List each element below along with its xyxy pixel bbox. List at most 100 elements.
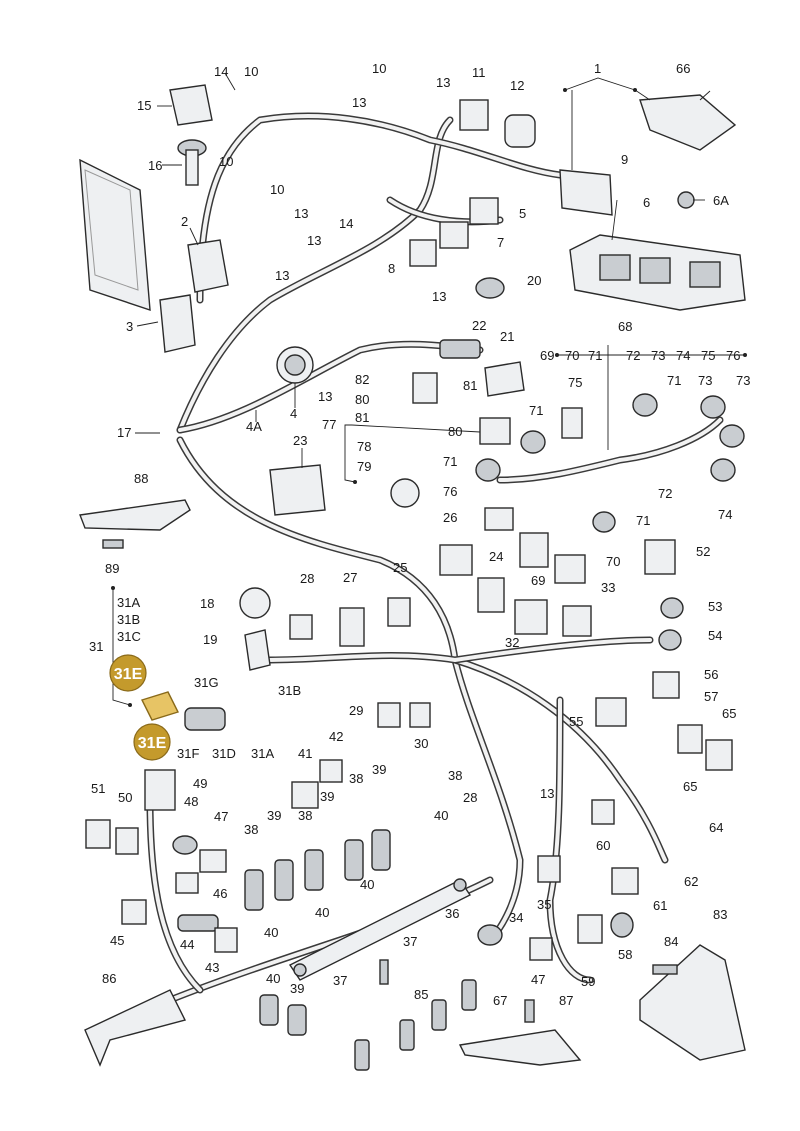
connector-80 [479,417,511,445]
bracket-86 [84,989,187,1067]
connector-75 [561,407,583,439]
callout-5: 5 [519,206,526,221]
connector-65 [677,724,703,754]
callout-37a: 37 [403,934,417,949]
callout-85: 85 [414,987,428,1002]
callout-65a: 65 [722,706,736,721]
bolt-6A [677,191,695,209]
callout-8: 8 [388,261,395,276]
callout-50: 50 [118,790,132,805]
connector-11 [459,99,489,131]
connector-3 [159,294,196,353]
badge-label: 31E [138,735,167,752]
callout-31C: 31C [117,629,141,644]
connector-44 [177,914,219,932]
callout-47a: 47 [214,809,228,824]
callout-labels: 1 2 3 4 4A 5 6 6A 7 8 9 10 10 10 10 11 1… [89,61,750,1008]
callout-10c: 10 [219,154,233,169]
callout-23: 23 [293,433,307,448]
callout-54: 54 [708,628,722,643]
callout-14b: 14 [339,216,353,231]
callout-49: 49 [193,776,207,791]
callout-13f: 13 [432,289,446,304]
badge-31E-bottom: 31E [133,723,171,761]
connector-29 [377,702,401,728]
callout-31F: 31F [177,746,199,761]
callout-37b: 37 [333,973,347,988]
callout-31B-2: 31B [278,683,301,698]
connector-7 [439,221,469,249]
callout-10d: 10 [270,182,284,197]
callout-60: 60 [596,838,610,853]
connector-64 [705,739,733,771]
callout-18: 18 [200,596,214,611]
connector-28 [289,614,313,640]
callout-64: 64 [709,820,723,835]
callout-66: 66 [676,61,690,76]
connector-5 [469,197,499,225]
harness-trunks [146,112,724,1004]
callout-33: 33 [601,580,615,595]
connector-15 [169,84,213,126]
injectors [244,829,477,1071]
callout-13h: 13 [540,786,554,801]
callout-65b: 65 [683,779,697,794]
callout-40b: 40 [315,905,329,920]
callout-10b: 10 [372,61,386,76]
connector-19 [244,629,271,671]
callout-2: 2 [181,214,188,229]
leader-dots [111,88,747,707]
callout-13c: 13 [294,206,308,221]
callout-82: 82 [355,372,369,387]
connector-69 [519,532,549,568]
callout-38c: 38 [349,771,363,786]
sensors-right [475,393,745,651]
callout-7: 7 [497,235,504,250]
callout-4A: 4A [246,419,262,434]
callout-47b: 47 [531,972,545,987]
connector-45 [121,899,147,925]
callout-15: 15 [137,98,151,113]
callout-11: 11 [472,65,486,80]
sensor-20 [475,277,505,299]
callout-74b: 74 [718,507,732,522]
callout-31A-2: 31A [251,746,274,761]
grommet-16 [177,139,207,186]
callout-59: 59 [581,974,595,989]
connector-30 [409,702,431,728]
callout-30: 30 [414,736,428,751]
connector-50 [115,827,139,855]
callout-51: 51 [91,781,105,796]
callout-9: 9 [621,152,628,167]
connector-18 [239,587,271,619]
callout-71d: 71 [443,454,457,469]
connector-41 [291,781,319,809]
callout-3: 3 [126,319,133,334]
connector-23 [269,464,326,516]
callout-42: 42 [329,729,343,744]
relay-fuse-box [569,234,746,311]
callout-40a: 40 [264,925,278,940]
callout-4: 4 [290,406,297,421]
callout-20: 20 [527,273,541,288]
connector-52 [644,539,676,575]
callout-28a: 28 [300,571,314,586]
callout-43: 43 [205,960,219,975]
callout-71a: 71 [588,348,602,363]
callout-62: 62 [684,874,698,889]
connector-61 [611,867,639,895]
callout-27: 27 [343,570,357,585]
callout-31B: 31B [117,612,140,627]
callout-13g: 13 [318,389,332,404]
connector-4 [276,346,314,384]
callout-13d: 13 [307,233,321,248]
callout-73b: 73 [698,373,712,388]
callout-72: 72 [626,348,640,363]
callout-40c: 40 [360,877,374,892]
callout-71e: 71 [636,513,650,528]
callout-81b: 81 [463,378,477,393]
callout-71c: 71 [529,403,543,418]
callout-6: 6 [643,195,650,210]
callout-87: 87 [559,993,573,1008]
callout-53: 53 [708,599,722,614]
